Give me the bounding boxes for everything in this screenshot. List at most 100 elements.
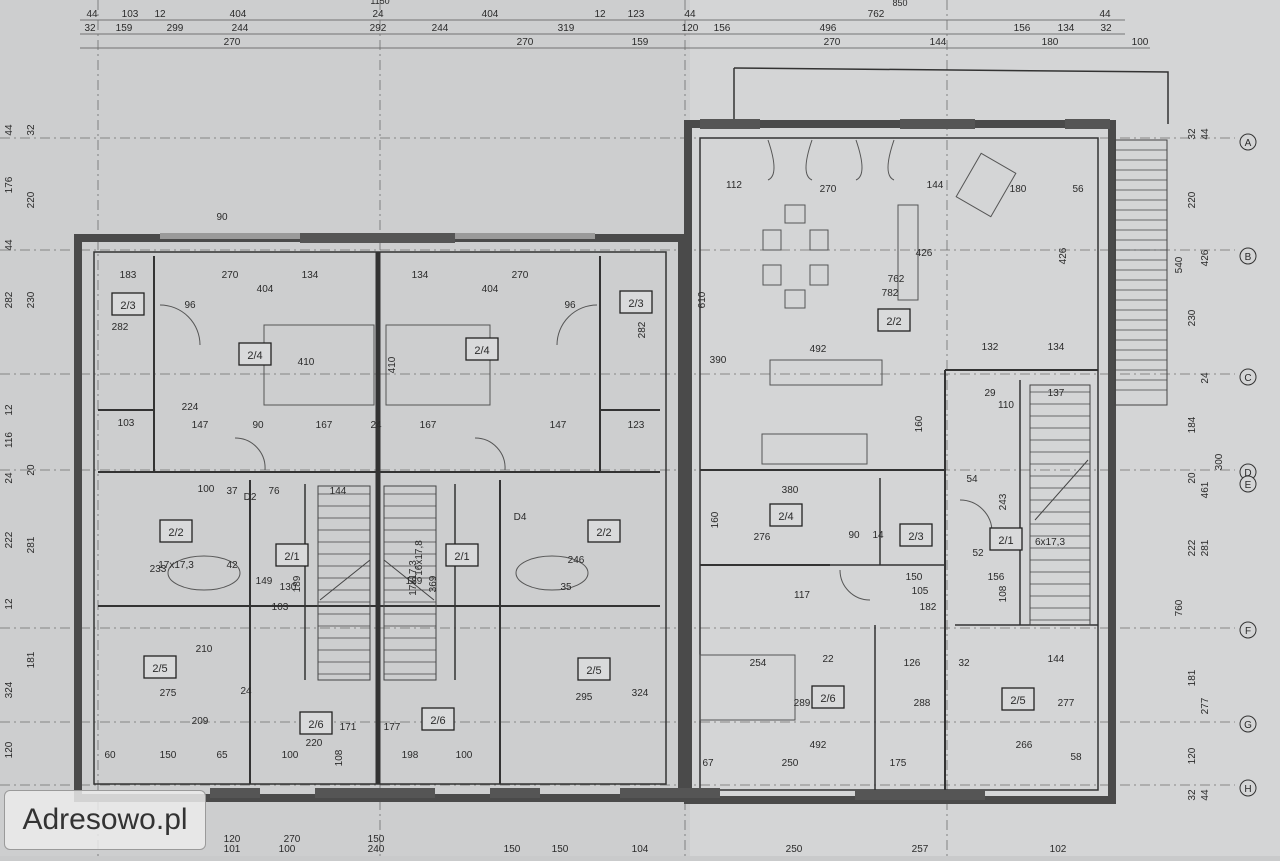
left-dimension-value: 32 (26, 124, 37, 136)
interior-dimension-value: 108 (334, 749, 345, 766)
interior-dimension-value: 105 (912, 586, 929, 597)
top-dimension-value: 100 (1132, 37, 1149, 48)
interior-dimension-value: 90 (848, 530, 860, 541)
interior-dimension-value: 126 (904, 658, 921, 669)
interior-dimension-value: 492 (810, 740, 827, 751)
top-dimension-value: 24 (372, 9, 384, 20)
interior-dimension-value: 24 (370, 420, 382, 431)
top-dimension-value: 319 (558, 23, 575, 34)
interior-dimension-value: 32 (958, 658, 970, 669)
bottom-dimension-value: 104 (632, 844, 649, 855)
interior-dimension-value: 762 (888, 274, 905, 285)
interior-dimension-value: 224 (182, 402, 199, 413)
interior-dimension-value: 132 (982, 342, 999, 353)
interior-dimension-value: 275 (160, 688, 177, 699)
interior-dimension-value: 410 (387, 356, 398, 373)
room-number-box (619, 290, 653, 314)
interior-dimension-value: 150 (160, 750, 177, 761)
left-dimension-value: 282 (4, 291, 15, 308)
left-dimension-value: 44 (4, 124, 15, 136)
axis-marker (1239, 621, 1257, 639)
room-number-box (899, 523, 933, 547)
left-dimension-value: 324 (4, 681, 15, 698)
room-number-box (811, 685, 845, 709)
interior-dimension-value: 380 (782, 485, 799, 496)
room-number-label: 2/5 (1010, 695, 1025, 707)
interior-dimension-value: 54 (966, 474, 978, 485)
interior-dimension-value: 29 (984, 388, 996, 399)
interior-dimension-value: 270 (284, 834, 301, 845)
bottom-dimension-value: 101 (224, 844, 241, 855)
interior-dimension-value: 24 (240, 686, 252, 697)
bottom-dimension-value: 150 (504, 844, 521, 855)
axis-label: G (1244, 720, 1252, 731)
interior-dimension-value: 277 (1058, 698, 1075, 709)
external-stairs (1114, 139, 1168, 406)
bottom-dimension-value: 102 (1050, 844, 1067, 855)
interior-dimension-value: 90 (216, 212, 228, 223)
right-dimension-value: 300 (1214, 453, 1225, 470)
axis-marker (1239, 368, 1257, 386)
top-dimension-value: 134 (1058, 23, 1075, 34)
interior-dimension-value: 60 (104, 750, 116, 761)
interior-dimension-value: 149 (256, 576, 273, 587)
left-dimension-value: 230 (26, 291, 37, 308)
top-dimension-value: 270 (824, 37, 841, 48)
interior-dimension-value: 289 (794, 698, 811, 709)
interior-dimension-value: 233 (150, 564, 167, 575)
room-number-label: 2/2 (886, 316, 901, 328)
interior-dimension-value: 410 (298, 357, 315, 368)
room-number-label: 2/6 (308, 719, 323, 731)
interior-dimension-value: 246 (568, 555, 585, 566)
interior-dimension-value: 156 (988, 572, 1005, 583)
right-dimension-value: 32 (1187, 128, 1198, 140)
interior-dimension-value: 270 (222, 270, 239, 281)
interior-dimension-value: 16x17,8 (414, 540, 425, 576)
interior-dimension-value: 266 (1016, 740, 1033, 751)
room-number-box (877, 308, 911, 332)
interior-dimension-value: 782 (882, 288, 899, 299)
left-dimension-value: 220 (26, 191, 37, 208)
interior-dimension-value: 103 (272, 602, 289, 613)
room-number-label: 2/1 (284, 551, 299, 563)
axis-marker (1239, 133, 1257, 151)
interior-dimension-value: 108 (998, 585, 1009, 602)
top-dimension-value: 159 (632, 37, 649, 48)
room-number-box (1001, 687, 1035, 711)
overall-dimension-value: 1150 (370, 0, 389, 6)
door-swings (159, 139, 993, 601)
interior-dimension-value: 17x17,3 (158, 560, 194, 571)
interior-dimension-value: 282 (112, 322, 129, 333)
interior-dimension-value: 171 (340, 722, 357, 733)
room-number-label: 2/4 (778, 511, 793, 523)
top-dimension-value: 32 (1100, 23, 1112, 34)
room-number-box (143, 655, 177, 679)
interior-dimension-value: 22 (822, 654, 834, 665)
top-dimension-value: 270 (517, 37, 534, 48)
top-dimension-value: 120 (682, 23, 699, 34)
right-dimension-value: 230 (1187, 309, 1198, 326)
room-number-label: 2/3 (628, 298, 643, 310)
interior-dimension-value: 52 (972, 548, 984, 559)
left-dimension-value: 12 (4, 598, 15, 610)
interior-dimension-value: 210 (196, 644, 213, 655)
interior-dimension-value: 96 (564, 300, 576, 311)
right-dimension-value: 44 (1200, 789, 1211, 801)
axis-label: B (1245, 252, 1252, 263)
interior-dimension-value: 100 (282, 750, 299, 761)
interior-dimension-value: 426 (916, 248, 933, 259)
interior-dimension-value: 110 (998, 400, 1014, 411)
axis-label: C (1244, 373, 1251, 384)
top-dimension-value: 12 (594, 9, 606, 20)
top-dimension-value: 159 (116, 23, 133, 34)
right-dimension-value: 181 (1187, 669, 1198, 686)
bottom-dimension-value: 150 (552, 844, 569, 855)
room-number-label: 2/4 (247, 350, 262, 362)
window-strips (160, 119, 1110, 800)
room-number-box (159, 519, 193, 543)
interior-dimension-value: 160 (710, 511, 721, 528)
top-dimension-value: 156 (714, 23, 731, 34)
interior-dimension-value: 610 (697, 291, 708, 308)
interior-dimension-value: 180 (1010, 184, 1027, 195)
